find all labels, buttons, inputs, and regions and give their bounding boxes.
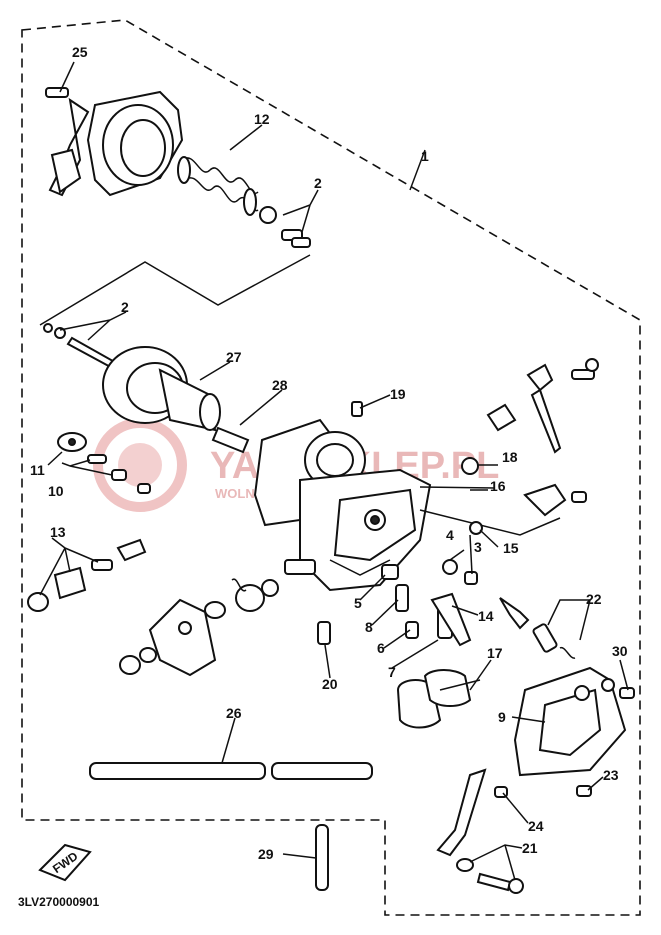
callout-20: 20 xyxy=(322,676,338,692)
callout-3: 3 xyxy=(474,539,482,555)
part-15-plunger xyxy=(419,483,587,536)
part-28-pin xyxy=(211,426,250,454)
callout-2-upper: 2 xyxy=(314,175,322,191)
callout-26: 26 xyxy=(226,705,242,721)
callout-23: 23 xyxy=(603,767,619,783)
part-20-jet xyxy=(317,621,331,645)
part-code: 3LV270000901 xyxy=(18,895,100,909)
part-21-screw-set xyxy=(456,858,524,894)
part-5-8-jets xyxy=(381,564,409,612)
throttle-plate xyxy=(119,598,217,677)
callout-29: 29 xyxy=(258,846,274,862)
carburetor-body xyxy=(253,418,432,592)
callout-2-lower: 2 xyxy=(121,299,129,315)
callout-16: 16 xyxy=(490,478,506,494)
callout-11: 11 xyxy=(30,462,45,478)
callout-15: 15 xyxy=(503,540,519,556)
callout-1: 1 xyxy=(421,148,429,164)
callout-14: 14 xyxy=(478,608,494,624)
callout-12: 12 xyxy=(254,111,270,127)
callout-25: 25 xyxy=(72,44,88,60)
choke-lever xyxy=(526,358,599,454)
callout-9: 9 xyxy=(498,709,506,725)
callout-21: 21 xyxy=(522,840,538,856)
part-13-pilot-screw xyxy=(27,538,147,612)
callout-19: 19 xyxy=(390,386,406,402)
part-11-washer xyxy=(57,432,87,452)
part-23-screw xyxy=(576,785,592,797)
part-19-plug xyxy=(351,401,363,417)
part-16-rod xyxy=(419,486,496,489)
part-9-float-bowl xyxy=(513,666,627,777)
callout-22: 22 xyxy=(586,591,602,607)
callout-13: 13 xyxy=(50,524,66,540)
callout-28: 28 xyxy=(272,377,288,393)
carb-top-cover xyxy=(86,90,184,197)
callout-8: 8 xyxy=(365,619,373,635)
callout-5: 5 xyxy=(354,595,362,611)
part-27-diaphragm-piston xyxy=(102,346,221,432)
part-18-cap xyxy=(461,403,517,475)
callout-4: 4 xyxy=(446,527,454,543)
callout-27: 27 xyxy=(226,349,242,365)
part-30-screw xyxy=(619,687,635,699)
part-22-screw xyxy=(499,597,576,659)
callout-7: 7 xyxy=(388,664,396,680)
link-arm xyxy=(436,768,487,857)
part-12-spring xyxy=(177,156,259,216)
part-25-bracket xyxy=(45,87,90,197)
part-2-jet-lower xyxy=(43,323,122,372)
part-29-clip xyxy=(315,824,329,891)
callout-18: 18 xyxy=(502,449,518,465)
needle-valve-set xyxy=(204,578,279,619)
part-2-jet-upper xyxy=(259,206,311,248)
part-14-needle xyxy=(430,592,472,647)
leader-lines xyxy=(39,61,629,881)
callout-24: 24 xyxy=(528,818,544,834)
part-10-screw-set xyxy=(87,454,151,494)
part-26-hose xyxy=(89,762,373,780)
callout-10: 10 xyxy=(48,483,64,499)
part-17-float xyxy=(396,669,481,729)
assembly-boundary xyxy=(21,19,641,916)
callout-labels: 1 2 2 3 4 5 6 7 8 9 10 11 12 13 14 15 16… xyxy=(30,44,628,862)
callout-6: 6 xyxy=(377,640,385,656)
callout-17: 17 xyxy=(487,645,503,661)
front-direction-arrow: FWD xyxy=(38,843,92,882)
callout-30: 30 xyxy=(612,643,628,659)
